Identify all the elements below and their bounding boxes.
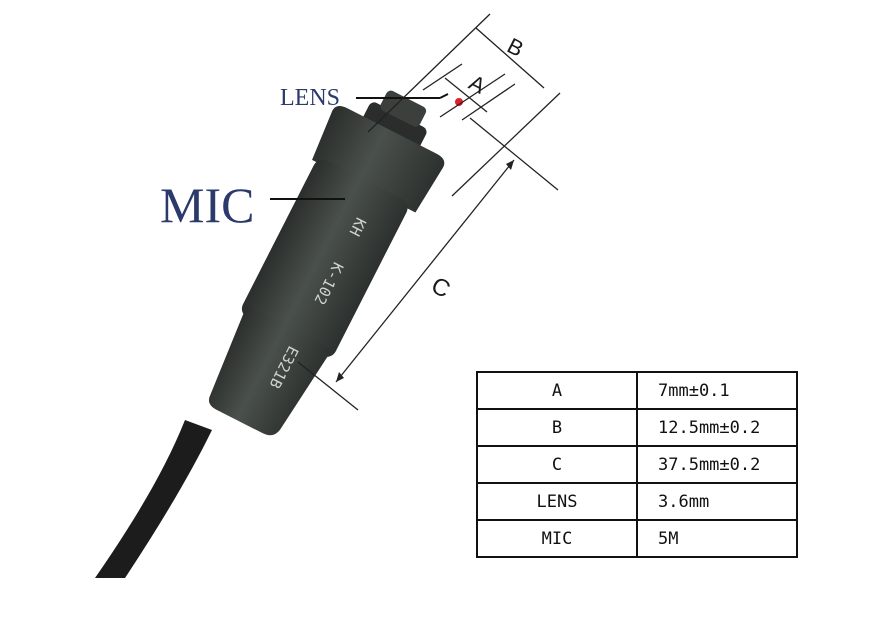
cable [95, 420, 212, 578]
mic-label: MIC [160, 177, 254, 233]
lens-label: LENS [280, 85, 340, 111]
spec-value: 37.5mm±0.2 [636, 445, 798, 484]
lens-dot [455, 98, 463, 106]
dimension-a [422, 63, 516, 121]
spec-value: 3.6mm [636, 482, 798, 521]
dimension-b [367, 13, 561, 197]
camera-body: KH K-102 E321B [209, 90, 445, 436]
dim-a-label: A [465, 70, 490, 99]
dim-c-label: C [427, 272, 455, 304]
spec-key: MIC [476, 519, 638, 558]
dim-b-label: B [503, 33, 527, 62]
dimension-c [297, 117, 559, 411]
spec-key: LENS [476, 482, 638, 521]
spec-value: 5M [636, 519, 798, 558]
spec-value: 7mm±0.1 [636, 371, 798, 410]
spec-key: A [476, 371, 638, 410]
spec-value: 12.5mm±0.2 [636, 408, 798, 447]
spec-key: B [476, 408, 638, 447]
spec-key: C [476, 445, 638, 484]
